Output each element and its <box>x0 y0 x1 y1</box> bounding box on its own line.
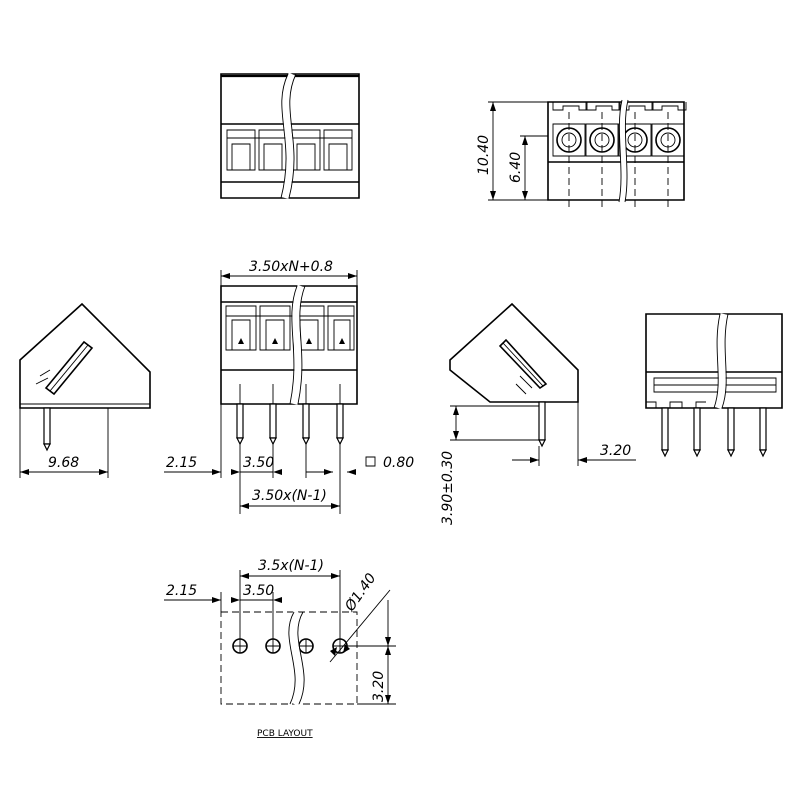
dim-pcb-span: 3.5x(N-1) <box>258 558 324 574</box>
back-view <box>646 314 782 456</box>
dim-total-width: 3.50xN+0.8 <box>249 259 333 275</box>
pcb-layout-label: PCB LAYOUT <box>257 729 313 739</box>
dim-pitch: 3.50 <box>243 455 274 471</box>
dim-edge-offset: 2.15 <box>166 455 197 471</box>
dim-pcb-row-offset: 3.20 <box>371 671 387 702</box>
side-view-right: 3.90±0.30 3.20 <box>440 304 636 525</box>
dim-pcb-pitch: 3.50 <box>243 583 274 599</box>
dim-span: 3.50x(N-1) <box>252 488 327 504</box>
dim-side-offset: 3.20 <box>600 443 631 459</box>
dim-pin-length: 3.90±0.30 <box>440 451 456 525</box>
clamp-icon <box>238 338 345 344</box>
main-front-view: 3.50xN+0.8 2.15 3.50 0.80 3.50x(N-1) <box>164 259 414 514</box>
pcb-layout: 2.15 3.50 3.5x(N-1) Ø1.40 3.20 PCB LAYOU… <box>164 558 396 739</box>
side-view-left: 9.68 <box>20 304 150 478</box>
front-view: 10.40 6.40 <box>476 100 686 210</box>
screw-icon <box>557 128 680 152</box>
top-view <box>221 74 359 198</box>
dim-height-upper: 6.40 <box>508 152 524 183</box>
pins <box>237 404 343 444</box>
dim-pcb-edge-offset: 2.15 <box>166 583 197 599</box>
dim-pin-square: 0.80 <box>383 455 414 471</box>
dim-hole-diameter: Ø1.40 <box>342 570 380 615</box>
dim-height-total: 10.40 <box>476 135 492 175</box>
dim-depth: 9.68 <box>48 455 79 471</box>
pins <box>662 408 766 456</box>
